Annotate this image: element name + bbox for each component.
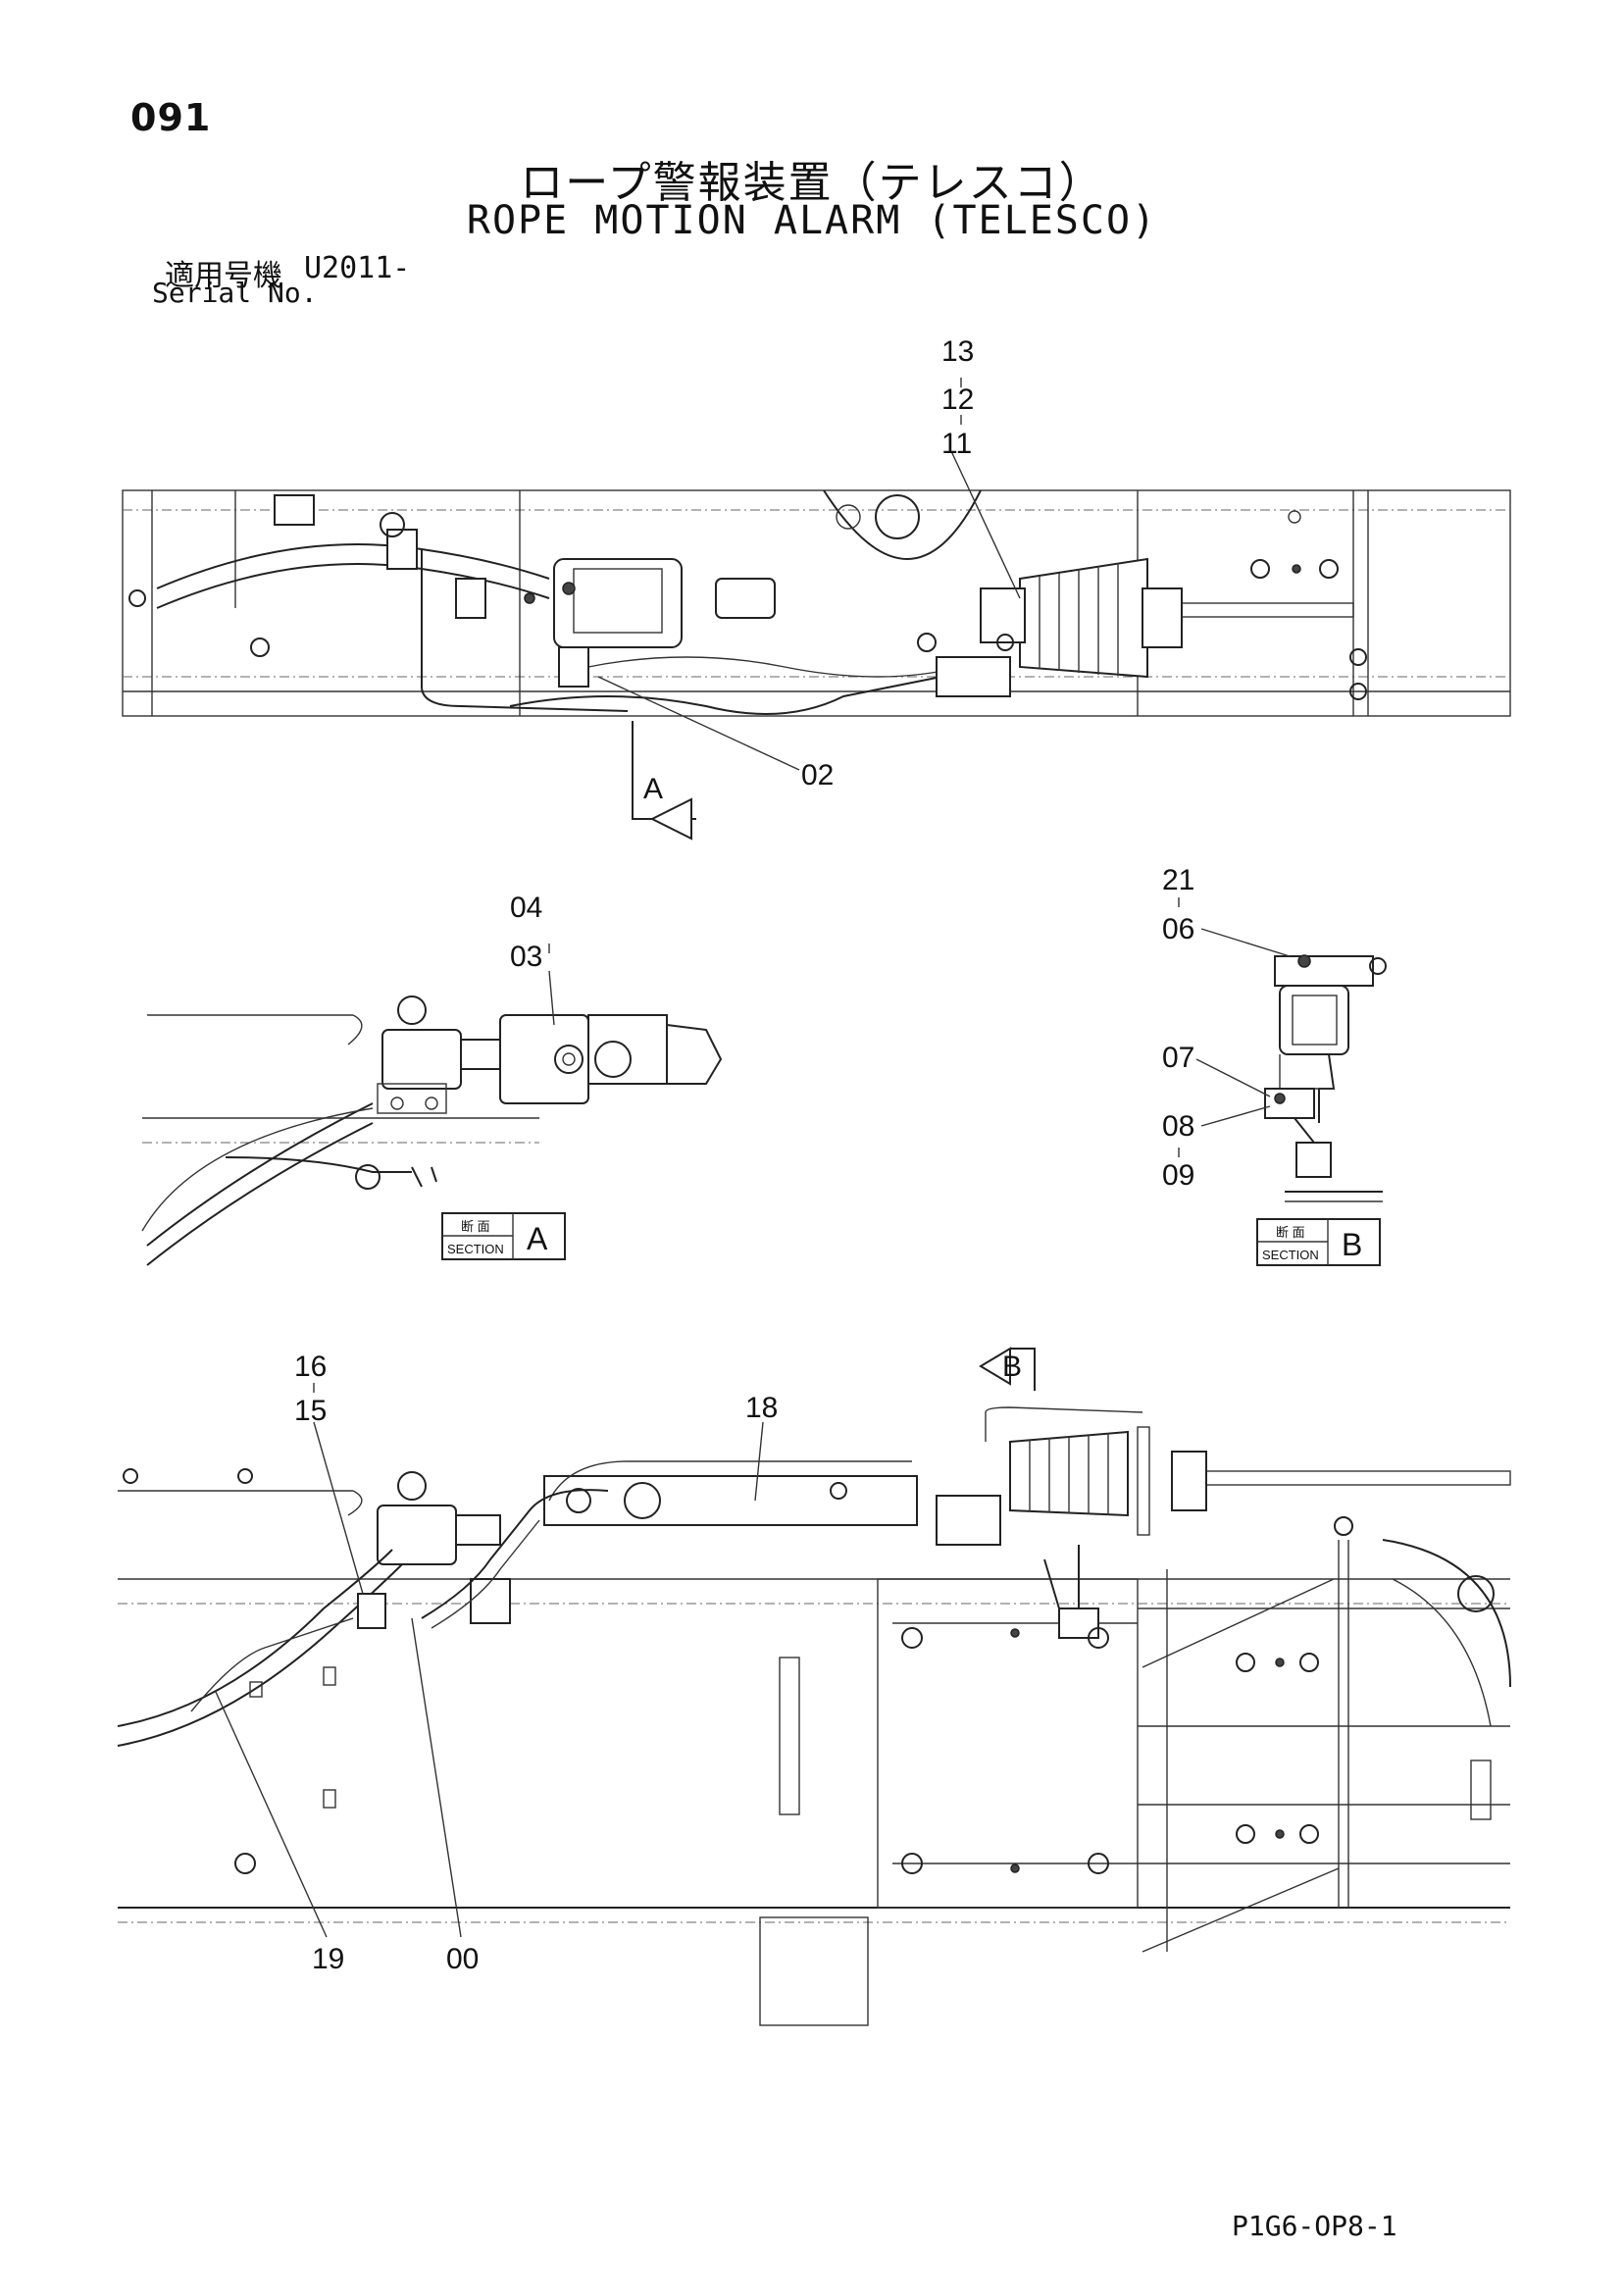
callout-07: 07 [1162,1042,1194,1074]
callout-13: 13 [941,335,974,368]
callout-21: 21 [1162,864,1194,896]
callout-15: 15 [294,1395,327,1427]
callout-00: 00 [446,1943,479,1975]
serial-label-english: Serial No. [152,277,318,309]
callout-02: 02 [801,759,834,791]
page-number: 091 [130,96,212,139]
section-a-label-jp: 断 面 [461,1219,490,1234]
view-arrow-b-letter: B [1002,1351,1022,1383]
top-view-drawing [122,489,1511,841]
title-english: ROPE MOTION ALARM (TELESCO) [466,198,1158,243]
section-a-label [441,1212,566,1260]
callout-08: 08 [1162,1110,1194,1143]
section-a-label-en: SECTION [447,1242,504,1256]
section-b-drawing [1264,954,1387,1202]
bellows-bottom [1009,1430,1129,1517]
view-arrow-a-letter: A [643,773,663,805]
callout-06: 06 [1162,913,1194,945]
document-code: P1G6-OP8-1 [1232,2210,1397,2242]
callout-12: 12 [941,383,974,416]
serial-code: U2011- [304,251,411,285]
serial-label-japanese: 適用号機 [165,259,282,293]
view-arrow-b [979,1347,1036,1391]
section-a-drawing [141,995,723,1266]
section-b-label-en: SECTION [1262,1248,1319,1262]
callout-11: 11 [941,428,972,460]
callout-16: 16 [294,1351,327,1383]
section-a-letter: A [527,1221,548,1256]
callout-19: 19 [312,1943,344,1975]
section-b-letter: B [1342,1227,1362,1262]
bottom-view-drawing [117,1406,1511,2026]
callout-09: 09 [1162,1159,1194,1192]
callout-04: 04 [510,892,542,924]
section-b-label [1256,1218,1381,1266]
bellows [1019,557,1148,679]
title-japanese: ロープ警報装置（テレスコ） [520,158,1104,208]
callout-18: 18 [745,1392,778,1424]
section-b-label-jp: 断 面 [1276,1225,1305,1240]
callout-03: 03 [510,941,542,973]
